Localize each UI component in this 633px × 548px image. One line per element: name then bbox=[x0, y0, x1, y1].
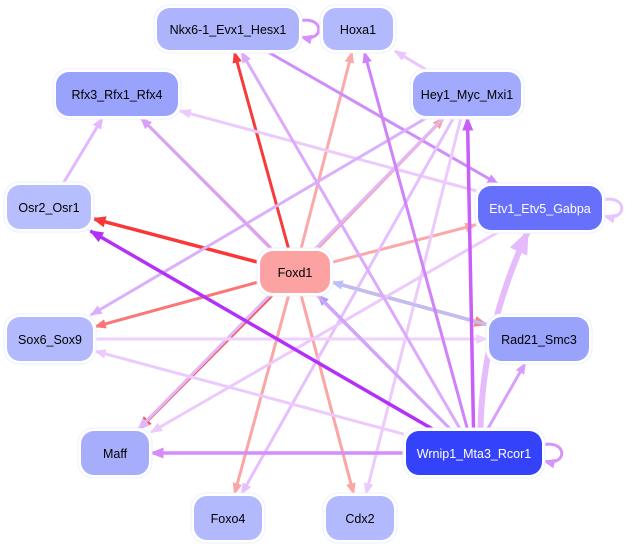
edge-foxd1-to-cdx2 bbox=[299, 294, 356, 496]
node-box bbox=[323, 8, 393, 50]
edge-etv1-etv5-gabpa-to-etv1-etv5-gabpa bbox=[601, 197, 624, 224]
edge-wrnip1-mta3-rcor1-to-rad21-smc3 bbox=[486, 361, 527, 430]
edge-hey1-myc-mxi1-to-sox6-sox9 bbox=[89, 116, 427, 317]
node-rfx3-rfx1-rfx4[interactable]: Rfx3_Rfx1_Rfx4 bbox=[52, 68, 182, 120]
node-label: Osr2_Osr1 bbox=[18, 201, 79, 215]
edge-wrnip1-mta3-rcor1-to-nkx6-1-evx1-hesx1 bbox=[240, 50, 462, 430]
node-hoxa1[interactable]: Hoxa1 bbox=[319, 4, 397, 54]
node-label: Foxd1 bbox=[278, 266, 313, 280]
node-label: Nkx6-1_Evx1_Hesx1 bbox=[170, 23, 287, 37]
node-foxo4[interactable]: Foxo4 bbox=[190, 492, 266, 544]
node-rad21-smc3[interactable]: Rad21_Smc3 bbox=[485, 313, 593, 365]
node-label: Foxo4 bbox=[211, 512, 246, 526]
node-hey1-myc-mxi1[interactable]: Hey1_Myc_Mxi1 bbox=[409, 68, 525, 120]
node-box bbox=[413, 72, 521, 116]
node-foxd1[interactable]: Foxd1 bbox=[256, 247, 334, 297]
edge-etv1-etv5-gabpa-to-maff bbox=[149, 230, 500, 434]
node-label: Sox6_Sox9 bbox=[18, 333, 82, 347]
node-label: Rad21_Smc3 bbox=[501, 333, 577, 347]
node-box bbox=[7, 185, 91, 229]
node-sox6-sox9[interactable]: Sox6_Sox9 bbox=[3, 313, 97, 365]
edge-wrnip1-mta3-rcor1-to-wrnip1-mta3-rcor1 bbox=[541, 442, 564, 469]
edge-osr2-osr1-to-rfx3-rfx1-rfx4 bbox=[62, 116, 104, 184]
node-box bbox=[7, 317, 93, 361]
node-label: Etv1_Etv5_Gabpa bbox=[489, 202, 591, 216]
node-box bbox=[81, 431, 149, 475]
node-box bbox=[260, 251, 330, 293]
edge-foxd1-to-osr2-osr1 bbox=[91, 216, 259, 264]
node-nkx6-1-evx1-hesx1[interactable]: Nkx6-1_Evx1_Hesx1 bbox=[153, 4, 303, 54]
edge-nkx6-1-evx1-hesx1-to-nkx6-1-evx1-hesx1 bbox=[298, 18, 321, 45]
node-box bbox=[406, 431, 542, 475]
node-maff[interactable]: Maff bbox=[77, 427, 153, 479]
node-osr2-osr1[interactable]: Osr2_Osr1 bbox=[3, 181, 95, 233]
edge-wrnip1-mta3-rcor1-to-osr2-osr1 bbox=[89, 229, 434, 431]
node-box bbox=[56, 72, 178, 116]
node-box bbox=[326, 496, 394, 540]
edge-hey1-myc-mxi1-to-hoxa1 bbox=[393, 49, 428, 72]
node-box bbox=[478, 186, 602, 230]
node-box bbox=[489, 317, 589, 361]
node-label: Hey1_Myc_Mxi1 bbox=[421, 88, 513, 102]
node-etv1-etv5-gabpa[interactable]: Etv1_Etv5_Gabpa bbox=[474, 182, 606, 234]
node-label: Rfx3_Rfx1_Rfx4 bbox=[71, 88, 162, 102]
edge-wrnip1-mta3-rcor1-to-sox6-sox9 bbox=[93, 349, 405, 436]
node-label: Wrnip1_Mta3_Rcor1 bbox=[417, 447, 531, 461]
node-box bbox=[194, 496, 262, 540]
node-label: Hoxa1 bbox=[340, 23, 376, 37]
edge-hey1-myc-mxi1-to-foxo4 bbox=[240, 117, 455, 496]
node-cdx2[interactable]: Cdx2 bbox=[322, 492, 398, 544]
edge-etv1-etv5-gabpa-to-rfx3-rfx1-rfx4 bbox=[178, 109, 477, 193]
edge-foxd1-to-nkx6-1-evx1-hesx1 bbox=[232, 50, 291, 250]
edge-foxd1-to-sox6-sox9 bbox=[93, 280, 259, 329]
edge-foxd1-to-etv1-etv5-gabpa bbox=[331, 222, 478, 264]
node-label: Maff bbox=[103, 447, 128, 461]
edge-rad21-smc3-to-foxd1 bbox=[330, 280, 488, 327]
edge-wrnip1-mta3-rcor1-to-hey1-myc-mxi1 bbox=[462, 116, 476, 430]
edge-wrnip1-mta3-rcor1-to-hoxa1 bbox=[362, 50, 469, 430]
node-label: Cdx2 bbox=[345, 512, 374, 526]
node-wrnip1-mta3-rcor1[interactable]: Wrnip1_Mta3_Rcor1 bbox=[402, 427, 546, 479]
node-box bbox=[157, 8, 299, 50]
